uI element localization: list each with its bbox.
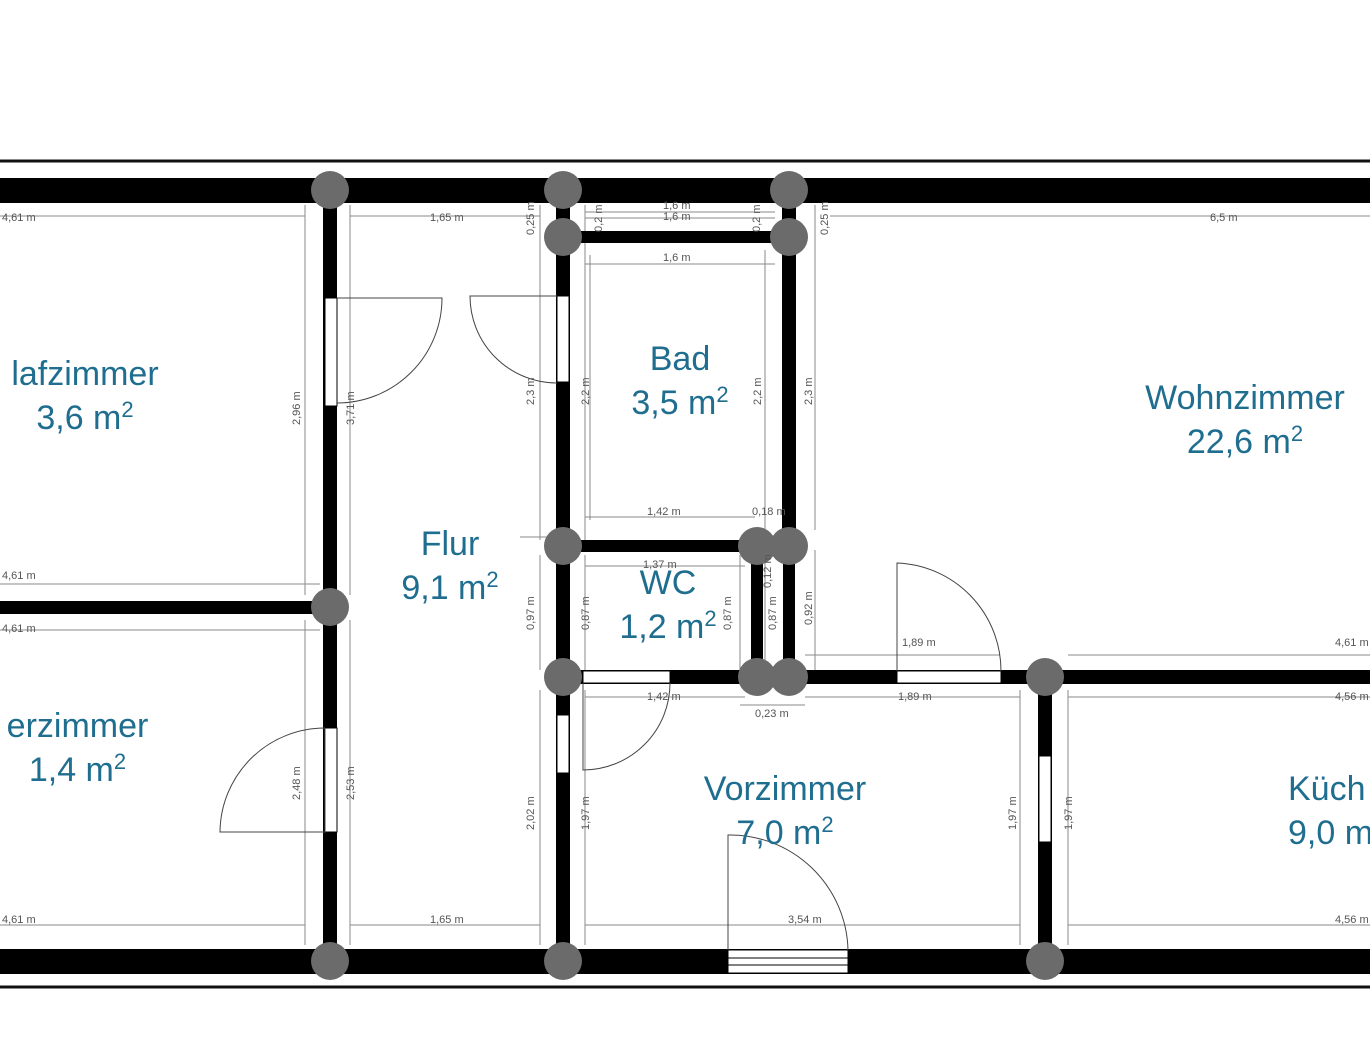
dim-v-gap-b: 0,2 m [593,204,605,232]
door-swings [219,295,1002,951]
wall-top [0,178,1370,203]
wall-wc-right-a [751,546,763,678]
dim-v-wc-a: 0,97 m [525,596,537,630]
room-area: 22,6 m2 [1186,421,1304,462]
room-area: 9,1 m2 [401,567,499,608]
vertical-dimension-labels: 2,96 m 3,71 m 2,3 m 2,2 m 2,2 m 2,3 m 0,… [291,201,1075,830]
room-area: 3,5 m2 [631,382,729,423]
dim-flur-bottom: 1,65 m [430,914,464,926]
dim-schlaf-mid-b: 4,61 m [2,623,36,635]
room-name: Küch [1288,770,1366,808]
dim-vor-wall: 1,89 m [898,691,932,703]
room-name: erzimmer [6,707,149,745]
dimension-labels: 4,61 m 1,65 m 1,6 m 1,6 m 6,5 m 1,6 m 1,… [2,200,1369,926]
dim-v-wc-d: 0,87 m [767,596,779,630]
room-name: Vorzimmer [703,770,867,808]
room-label-kueche: Küch 9,0 m [1288,767,1370,855]
dim-wc-bottom: 1,42 m [647,691,681,703]
room-area: 1,2 m2 [619,606,717,647]
dim-v-gap-c: 0,2 m [751,204,763,232]
dim-v-vor-b: 1,97 m [580,796,592,830]
dim-v-wc-e: 0,92 m [803,591,815,625]
room-label-kinderzimmer: erzimmer 1,4 m2 [0,704,155,792]
room-area: 9,0 m [1288,814,1370,852]
dim-bad-inner: 1,6 m [663,252,691,264]
dim-top-bad-a: 1,6 m [663,200,691,212]
dim-v-flur-b: 2,3 m [525,377,537,405]
wall-kinder-top [0,601,330,614]
door-swing-wc [582,682,671,771]
door-swing-schlafzimmer [336,297,443,404]
dim-v-gap-d: 0,25 m [819,201,831,235]
door-swing-entrance [727,834,849,951]
room-name: WC [639,564,697,602]
wall-bad-right [782,190,796,550]
room-label-flur: Flur 9,1 m2 [380,522,520,610]
dim-v-bad-a: 2,2 m [580,377,592,405]
room-name: Wohnzimmer [1145,379,1345,417]
dim-wc-top: 1,37 m [643,559,677,571]
dim-bad-bottom-right: 0,18 m [752,506,786,518]
dim-top-wohn: 6,5 m [1210,212,1238,224]
dim-v-vor-a: 2,02 m [525,796,537,830]
wall-bottom [0,949,1370,974]
room-name: lafzimmer [11,355,159,393]
door-swing-bad [469,295,558,384]
dim-v-schlaf: 2,96 m [291,391,303,425]
dim-v-vor-c: 1,97 m [1007,796,1019,830]
dim-v-gap-a: 0,25 m [525,201,537,235]
wall-bad-bottom [563,540,789,552]
dim-top-left: 4,61 m [2,212,36,224]
dim-v-kinder-a: 2,48 m [291,766,303,800]
room-label-schlafzimmer: lafzimmer 3,6 m2 [0,352,170,440]
dimension-lines [0,205,1370,945]
room-name: Bad [649,340,711,378]
room-label-wc: WC 1,2 m2 [598,561,738,649]
dim-v-wc-c: 0,87 m [722,596,734,630]
room-area: 7,0 m2 [736,812,834,853]
dim-v-kinder-b: 2,53 m [345,766,357,800]
room-label-vorzimmer: Vorzimmer 7,0 m2 [690,767,880,855]
dim-wc-pier: 0,23 m [755,708,789,720]
door-openings [324,295,1052,974]
dim-v-wc-b: 0,87 m [580,596,592,630]
dim-vor-door: 1,89 m [902,637,936,649]
dim-left-bottom: 4,61 m [2,914,36,926]
room-label-bad: Bad 3,5 m2 [600,337,760,425]
dim-schlaf-mid-a: 4,61 m [2,570,36,582]
wall-wc-right-b [783,546,795,678]
room-area: 3,6 m2 [36,397,134,438]
door-swing-kinderzimmer [219,727,326,833]
dim-top-flur: 1,65 m [430,212,464,224]
dim-wohn-right: 4,61 m [1335,637,1369,649]
dim-v-bad-c: 2,3 m [803,377,815,405]
dim-top-bad-b: 1,6 m [663,211,691,223]
dim-v-bad-b: 2,2 m [752,377,764,405]
door-swing-wohnzimmer [896,562,1002,672]
room-area: 1,4 m2 [28,749,127,790]
wall-nodes [311,171,1064,980]
dim-kueche-top: 4,56 m [1335,691,1369,703]
dim-v-flur-a: 3,71 m [345,391,357,425]
room-label-wohnzimmer: Wohnzimmer 22,6 m2 [1120,376,1370,464]
wall-bad-top [563,231,789,243]
dim-v-vor-d: 1,97 m [1063,796,1075,830]
dim-kueche-bottom: 4,56 m [1335,914,1369,926]
room-name: Flur [420,525,480,563]
dim-vor-bottom: 3,54 m [788,914,822,926]
dim-bad-bottom: 1,42 m [647,506,681,518]
dim-v-wc-f: 0,12 m [762,554,774,588]
